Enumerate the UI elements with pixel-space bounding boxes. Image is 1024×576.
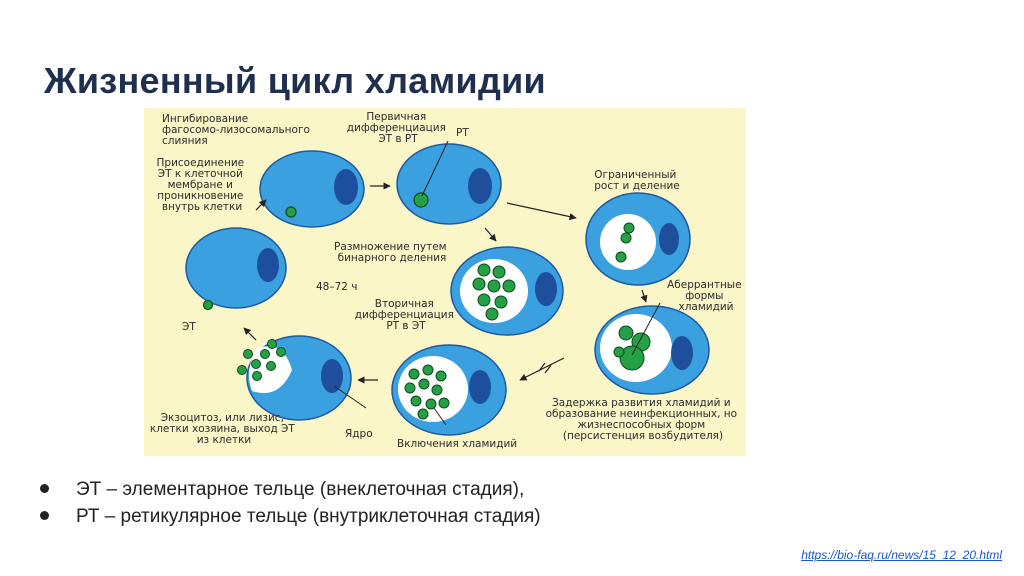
slide-title: Жизненный цикл хламидии	[44, 60, 546, 101]
arrow-break-mark	[538, 362, 552, 374]
nucleus	[334, 169, 358, 205]
reticulate-body	[413, 192, 429, 208]
cell-secondary-differentiation	[391, 344, 507, 436]
label-rt: РТ	[456, 127, 469, 139]
nucleus	[321, 359, 343, 393]
cell-limited-growth	[585, 192, 691, 286]
arrow	[519, 357, 565, 381]
nucleus	[659, 223, 679, 255]
label-inclusions: Включения хламидий	[397, 438, 517, 450]
label-et: ЭТ	[182, 321, 196, 333]
elementary-body	[285, 206, 297, 218]
arrow	[506, 202, 577, 221]
label-inhibition: Ингибирование фагосомо-лизосомального сл…	[162, 113, 313, 147]
label-secondary-differentiation: Вторичная дифференциация РТ в ЭТ	[355, 298, 458, 332]
nucleus	[468, 168, 492, 204]
bullet-et: ЭТ – элементарное тельце (внеклеточная с…	[40, 476, 541, 503]
cell-aberrant-forms	[594, 305, 710, 395]
nucleus	[469, 370, 491, 404]
label-binary-division: Размножение путем бинарного деления	[334, 241, 450, 264]
label-exocytosis: Экзоцитоз, или лизис, клетки хозяина, вы…	[150, 412, 298, 446]
label-primary-differentiation: Первичная дифференциация ЭТ в РТ	[347, 111, 450, 145]
bullet-dot	[40, 484, 49, 493]
nucleus	[671, 336, 693, 370]
cell-free	[185, 227, 287, 311]
bullet-text-rt: РТ – ретикулярное тельце (внутриклеточна…	[76, 506, 541, 527]
label-hours: 48–72 ч	[316, 281, 358, 293]
label-nucleus: Ядро	[345, 428, 373, 440]
chlamydia-life-cycle-diagram: Ингибирование фагосомо-лизосомального сл…	[144, 108, 746, 456]
bullet-text-et: ЭТ – элементарное тельце (внеклеточная с…	[76, 479, 525, 500]
pointer-lines	[333, 140, 661, 426]
arrow	[243, 327, 257, 341]
nucleus	[535, 272, 557, 306]
source-link[interactable]: https://bio-faq.ru/news/15_12_20.html	[801, 548, 1002, 562]
cycle-arrows	[243, 182, 648, 384]
arrow	[484, 227, 497, 242]
arrow	[640, 289, 648, 303]
inclusions-pointer	[433, 407, 447, 426]
diagram-canvas: Ингибирование фагосомо-лизосомального сл…	[144, 108, 746, 456]
cell-binary-division	[450, 246, 564, 336]
bullet-rt: РТ – ретикулярное тельце (внутриклеточна…	[40, 503, 541, 530]
definition-list: ЭТ – элементарное тельце (внеклеточная с…	[40, 476, 541, 530]
label-attachment: Присоединение ЭТ к клеточной мембране и …	[157, 157, 248, 213]
arrow	[255, 199, 267, 211]
label-aberrant-forms: Аберрантные формы хламидий	[667, 279, 745, 313]
cell-exocytosis	[237, 335, 352, 421]
cell-primary-differentiation	[396, 143, 502, 225]
cell-attachment	[259, 150, 365, 228]
bullet-dot	[40, 511, 49, 520]
rt-pointer	[421, 140, 449, 197]
nucleus	[257, 248, 279, 282]
elementary-body	[202, 299, 214, 311]
nucleus-pointer	[333, 385, 367, 409]
label-persistence: Задержка развития хламидий и образование…	[546, 397, 741, 442]
aberrant-pointer	[631, 302, 661, 356]
label-limited-growth: Ограниченный рост и деление	[594, 169, 680, 192]
